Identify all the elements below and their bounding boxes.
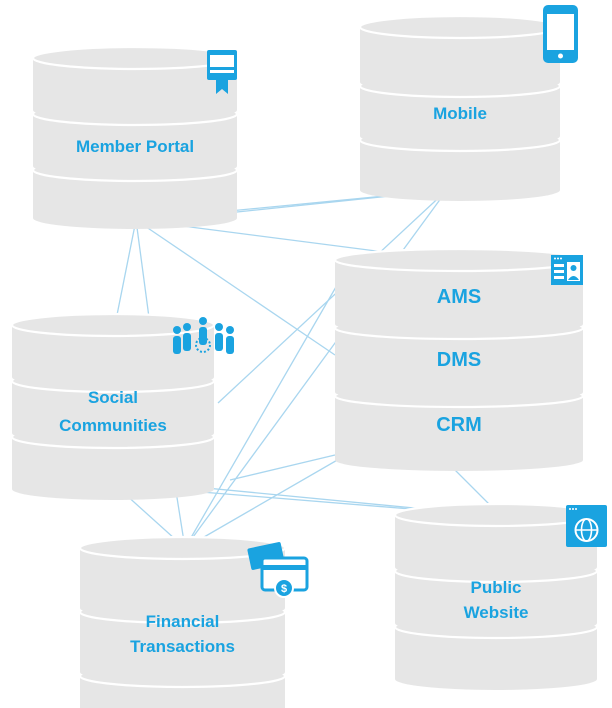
disk-rim — [10, 312, 216, 338]
social-communities-label: Social — [88, 388, 138, 407]
disk-segment — [12, 381, 214, 444]
disk-segment — [80, 548, 285, 619]
disk-segment — [395, 515, 597, 578]
svg-text:$: $ — [281, 583, 287, 595]
connection-line — [135, 219, 151, 326]
disk-segment — [33, 170, 237, 229]
contact-card-icon — [551, 255, 583, 285]
ams-dms-crm-label: CRM — [436, 414, 482, 436]
database-mobile: Mobile — [358, 14, 562, 201]
public-website-label: Website — [464, 603, 529, 622]
database-ams-dms-crm: AMS DMS CRM — [333, 247, 585, 471]
disk-segment — [335, 260, 583, 335]
disk-segment — [33, 114, 237, 177]
smartphone-icon — [543, 5, 578, 63]
disk-segment — [12, 325, 214, 388]
disk-segment — [335, 396, 583, 471]
disk-segment — [335, 328, 583, 403]
disk-rim — [333, 247, 585, 273]
connection-line — [114, 219, 137, 326]
financial-transactions-label: Transactions — [130, 637, 235, 656]
globe-browser-icon — [566, 505, 607, 547]
disk-rim — [78, 535, 287, 561]
disk-segment — [33, 58, 237, 121]
certificate-icon — [207, 50, 237, 94]
people-group-icon — [173, 317, 234, 354]
disk-segment — [395, 571, 597, 634]
payment-cards-icon: $ — [247, 542, 309, 598]
disk-segment — [360, 140, 560, 201]
connection-line — [217, 189, 448, 404]
disk-segment — [360, 86, 560, 147]
connection-line — [135, 219, 336, 356]
node-icons: $ — [173, 5, 607, 598]
disk-rim — [31, 45, 239, 71]
disk-segment — [395, 627, 597, 690]
disk-segment — [360, 27, 560, 93]
connection-line — [184, 279, 341, 549]
social-communities-label: Communities — [59, 416, 167, 435]
disk-segment — [12, 437, 214, 500]
ams-dms-crm-label: DMS — [437, 349, 481, 371]
disk-rim — [358, 14, 562, 40]
connection-line — [229, 454, 336, 481]
ams-dms-crm-label: AMS — [437, 286, 481, 308]
financial-transactions-label: Financial — [146, 612, 220, 631]
public-website-label: Public — [470, 578, 521, 597]
mobile-label: Mobile — [433, 104, 487, 123]
disk-segment — [80, 612, 285, 683]
database-member-portal: Member Portal — [31, 45, 239, 229]
member-portal-label: Member Portal — [76, 137, 194, 156]
